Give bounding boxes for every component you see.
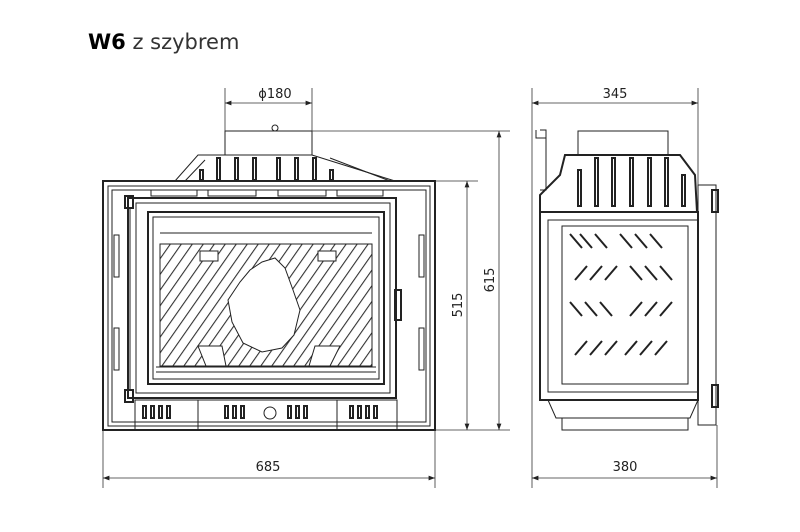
front-view <box>102 124 436 431</box>
side-dimensions: 345 380 <box>531 87 718 488</box>
width-685-label: 685 <box>256 460 281 475</box>
height-515-label: 515 <box>451 293 466 318</box>
side-ribs <box>569 233 673 356</box>
front-dimensions: ϕ180 515 615 685 <box>102 87 510 488</box>
side-view <box>535 129 719 431</box>
model-name: W6 <box>88 30 126 54</box>
depth-380-label: 380 <box>613 460 638 475</box>
page-title: W6 z szybrem <box>88 30 239 54</box>
depth-345-label: 345 <box>603 87 628 102</box>
bottom-vents <box>142 405 378 419</box>
model-variant: z szybrem <box>132 30 240 54</box>
flue-diameter-label: ϕ180 <box>258 87 291 102</box>
height-615-label: 615 <box>483 268 498 293</box>
top-ribs <box>199 157 334 181</box>
